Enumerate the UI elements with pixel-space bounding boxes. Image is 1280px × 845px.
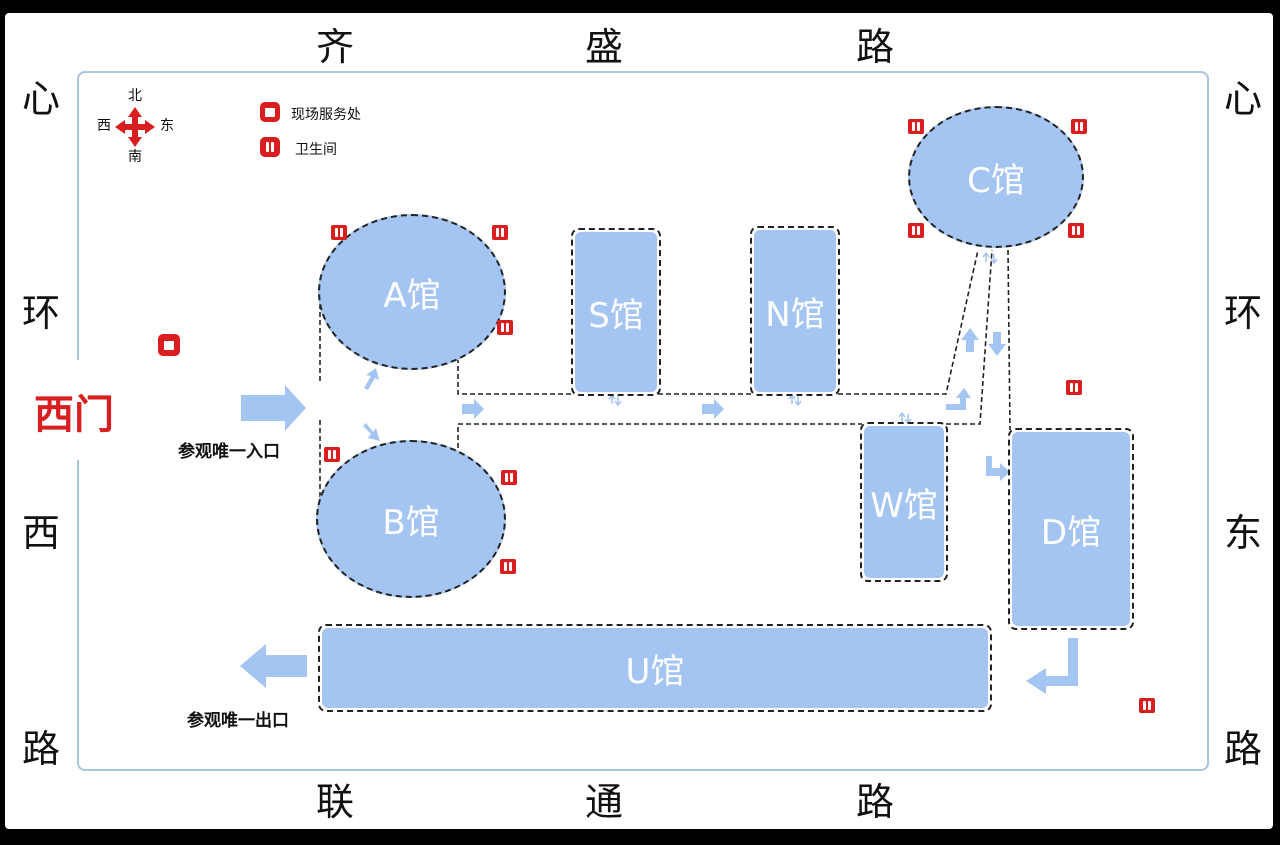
- hall-s-outline: [571, 228, 661, 396]
- toilet-icon[interactable]: [1071, 119, 1087, 134]
- exit-arrow-icon: [240, 644, 307, 688]
- road-south-char-3: 路: [856, 780, 895, 824]
- service-desk-icon[interactable]: [158, 334, 180, 356]
- toilet-icon[interactable]: [908, 119, 924, 134]
- exit-note: 参观唯一出口: [187, 711, 289, 731]
- route-line-north-edge-3: [838, 249, 979, 395]
- toilet-icon[interactable]: [324, 447, 340, 462]
- hall-n[interactable]: N馆: [754, 230, 836, 392]
- flow-arrow-right-icon: [702, 399, 724, 419]
- door-arrows-icon: [982, 251, 998, 265]
- compass-north-label: 北: [128, 88, 142, 104]
- legend-service-label: 现场服务处: [291, 107, 361, 123]
- door-arrows-icon: [788, 393, 802, 407]
- road-east-char-4: 路: [1224, 727, 1263, 771]
- hall-d-outline: [1008, 428, 1134, 630]
- hall-b[interactable]: B馆: [316, 440, 506, 598]
- road-west-char-4: 路: [22, 727, 61, 771]
- toilet-icon[interactable]: [1066, 380, 1082, 395]
- flow-arrow-right-icon: [462, 399, 484, 419]
- route-line-south-edge-2: [946, 249, 993, 425]
- road-east-char-1: 心: [1224, 77, 1263, 121]
- road-east-char-3: 东: [1224, 511, 1263, 555]
- road-west-char-1: 心: [22, 77, 61, 121]
- route-line-east-edge: [1007, 249, 1011, 431]
- return-turn-arrow-icon: [1026, 638, 1078, 694]
- toilet-icon: [260, 137, 280, 157]
- route-line-south-edge-1: [457, 423, 862, 448]
- hall-w[interactable]: W馆: [864, 426, 944, 578]
- flow-arrow-up-icon: [961, 328, 979, 352]
- compass-west-label: 西: [97, 118, 111, 134]
- toilet-icon[interactable]: [331, 225, 347, 240]
- entrance-arrow-icon: [241, 385, 306, 431]
- toilet-icon[interactable]: [908, 223, 924, 238]
- road-west-char-3: 西: [22, 511, 61, 555]
- west-gate-label: 西门: [34, 392, 114, 438]
- flow-arrow-turn-right-icon: [986, 456, 1010, 481]
- flow-arrow-down-icon: [363, 423, 380, 441]
- hall-u-outline: [318, 624, 992, 712]
- hall-u[interactable]: U馆: [322, 628, 988, 708]
- road-north-char-3: 路: [856, 25, 895, 69]
- toilet-icon[interactable]: [500, 559, 516, 574]
- hall-c[interactable]: C馆: [908, 106, 1084, 248]
- road-west-char-2: 环: [22, 291, 61, 335]
- hall-w-outline: [860, 422, 948, 582]
- road-north-char-2: 盛: [585, 25, 624, 69]
- hall-d[interactable]: D馆: [1012, 432, 1130, 626]
- entrance-note: 参观唯一入口: [178, 442, 280, 462]
- legend-toilet-label: 卫生间: [295, 142, 337, 158]
- road-north-char-1: 齐: [316, 25, 355, 69]
- toilet-icon[interactable]: [1068, 223, 1084, 238]
- toilet-icon[interactable]: [1139, 698, 1155, 713]
- toilet-icon[interactable]: [497, 320, 513, 335]
- service-desk-icon: [260, 102, 280, 122]
- route-line-north-edge-1: [457, 358, 574, 395]
- toilet-icon[interactable]: [501, 470, 517, 485]
- flow-arrow-turn-up-icon: [946, 388, 971, 410]
- flow-arrow-down-icon: [988, 332, 1006, 356]
- door-arrows-icon: [608, 393, 622, 407]
- compass-rose-icon: [115, 107, 155, 147]
- compass-south-label: 南: [128, 149, 142, 165]
- hall-a[interactable]: A馆: [318, 214, 506, 370]
- road-east-char-2: 环: [1224, 291, 1263, 335]
- gate-opening: [70, 360, 86, 460]
- toilet-icon[interactable]: [492, 225, 508, 240]
- road-south-char-1: 联: [316, 780, 355, 824]
- hall-s[interactable]: S馆: [575, 232, 657, 392]
- door-arrows-icon: [898, 411, 912, 425]
- hall-n-outline: [750, 226, 840, 396]
- flow-arrow-up-icon: [364, 368, 379, 390]
- road-south-char-2: 通: [585, 780, 624, 824]
- compass-east-label: 东: [160, 118, 174, 134]
